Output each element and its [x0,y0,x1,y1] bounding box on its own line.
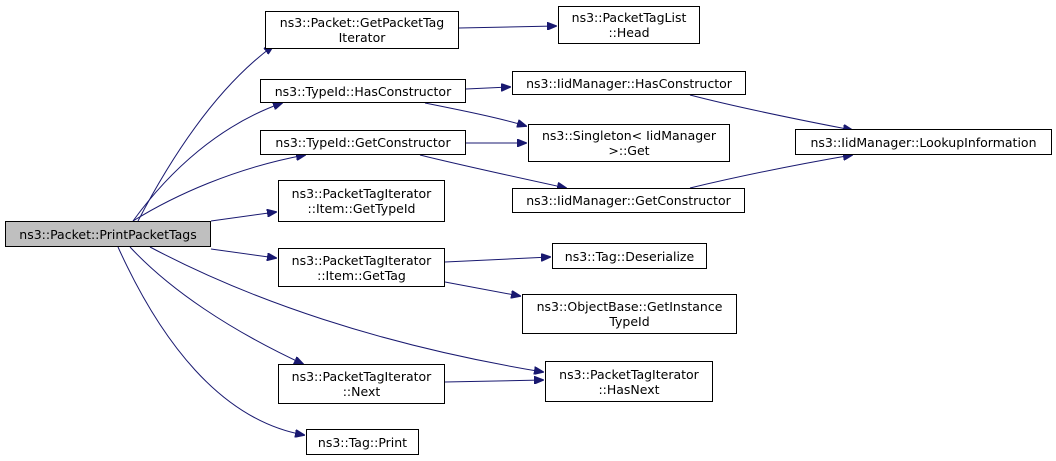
edge-iterator-next-to-iterator-has-next [444,380,543,382]
node-label-line: ns3::TypeId::GetConstructor [275,135,451,150]
node-label-line: ns3::IidManager::GetConstructor [526,193,731,208]
node-label-line: ns3::IidManager::HasConstructor [526,75,732,91]
edge-item-get-tag-to-tag-deserialize [444,257,550,263]
node-label-line: ns3::PacketTagIterator [559,366,699,382]
node-label-line: TypeId [609,314,650,329]
node-label-line: ::Item::GetTag [317,267,406,283]
node-tag-deserialize[interactable]: ns3::Tag::Deserialize [552,243,707,269]
edge-print-packet-tags-to-iterator-has-next [149,246,543,372]
edge-typeid-get-constructor-to-iid-get-constructor [419,154,566,188]
node-iid-has-constructor[interactable]: ns3::IidManager::HasConstructor [512,71,746,95]
edge-print-packet-tags-to-item-get-type-id [210,212,276,222]
node-typeid-get-constructor[interactable]: ns3::TypeId::GetConstructor [260,130,466,155]
edge-get-packet-tag-iterator-to-packet-tag-list-head [458,26,556,28]
edge-print-packet-tags-to-item-get-tag [210,248,276,258]
node-iid-get-constructor[interactable]: ns3::IidManager::GetConstructor [512,188,745,213]
node-label-line: ::Head [608,25,650,40]
edge-print-packet-tags-to-get-packet-tag-iterator [137,46,273,222]
node-iterator-has-next[interactable]: ns3::PacketTagIterator::HasNext [545,361,713,402]
node-label-line: ns3::Tag::Deserialize [564,248,695,264]
node-label-line: ns3::Packet::PrintPacketTags [19,226,197,242]
edge-iid-has-constructor-to-iid-lookup-information [689,94,852,130]
edge-print-packet-tags-to-iterator-next [129,246,303,364]
node-tag-print[interactable]: ns3::Tag::Print [306,429,419,455]
edge-print-packet-tags-to-typeid-get-constructor [132,155,305,222]
node-item-get-tag[interactable]: ns3::PacketTagIterator::Item::GetTag [278,248,445,287]
edge-item-get-tag-to-object-base-get-instance-type-id [444,281,520,296]
node-label-line: ns3::PacketTagList [571,10,687,25]
node-label-line: ns3::PacketTagIterator [291,252,432,268]
edge-typeid-has-constructor-to-singleton-get [424,102,526,126]
node-label-line: ns3::Tag::Print [317,434,408,450]
node-singleton-get[interactable]: ns3::Singleton< IidManager >::Get [528,124,730,162]
node-label-line: ns3::Singleton< IidManager [541,128,717,143]
node-label-line: >::Get [608,143,650,158]
node-label-line: ::Next [342,384,381,399]
node-label-line: ns3::PacketTagIterator [291,369,432,384]
node-label-line: ::HasNext [598,381,660,397]
edges-layer [117,26,852,435]
node-label-line: ns3::ObjectBase::GetInstance [536,299,723,314]
node-label-line: ns3::IidManager::LookupInformation [810,134,1037,150]
node-iid-lookup-information[interactable]: ns3::IidManager::LookupInformation [795,129,1052,155]
edge-print-packet-tags-to-tag-print [117,246,304,435]
node-label-line: ns3::Packet::GetPacketTag [279,15,445,30]
edge-print-packet-tags-to-typeid-has-constructor [132,103,282,222]
node-label-line: ns3::TypeId::HasConstructor [274,83,452,99]
node-label-line: ::Item::GetTypeId [307,201,416,216]
edge-typeid-has-constructor-to-iid-has-constructor [465,87,510,89]
edge-iid-get-constructor-to-iid-lookup-information [689,155,852,189]
node-item-get-type-id[interactable]: ns3::PacketTagIterator::Item::GetTypeId [278,180,445,222]
node-iterator-next[interactable]: ns3::PacketTagIterator::Next [278,364,445,404]
node-print-packet-tags[interactable]: ns3::Packet::PrintPacketTags [5,221,211,247]
node-label-line: ns3::PacketTagIterator [291,186,432,201]
node-typeid-has-constructor[interactable]: ns3::TypeId::HasConstructor [260,79,466,103]
node-packet-tag-list-head[interactable]: ns3::PacketTagList::Head [558,6,700,44]
node-label-line: Iterator [338,30,386,45]
